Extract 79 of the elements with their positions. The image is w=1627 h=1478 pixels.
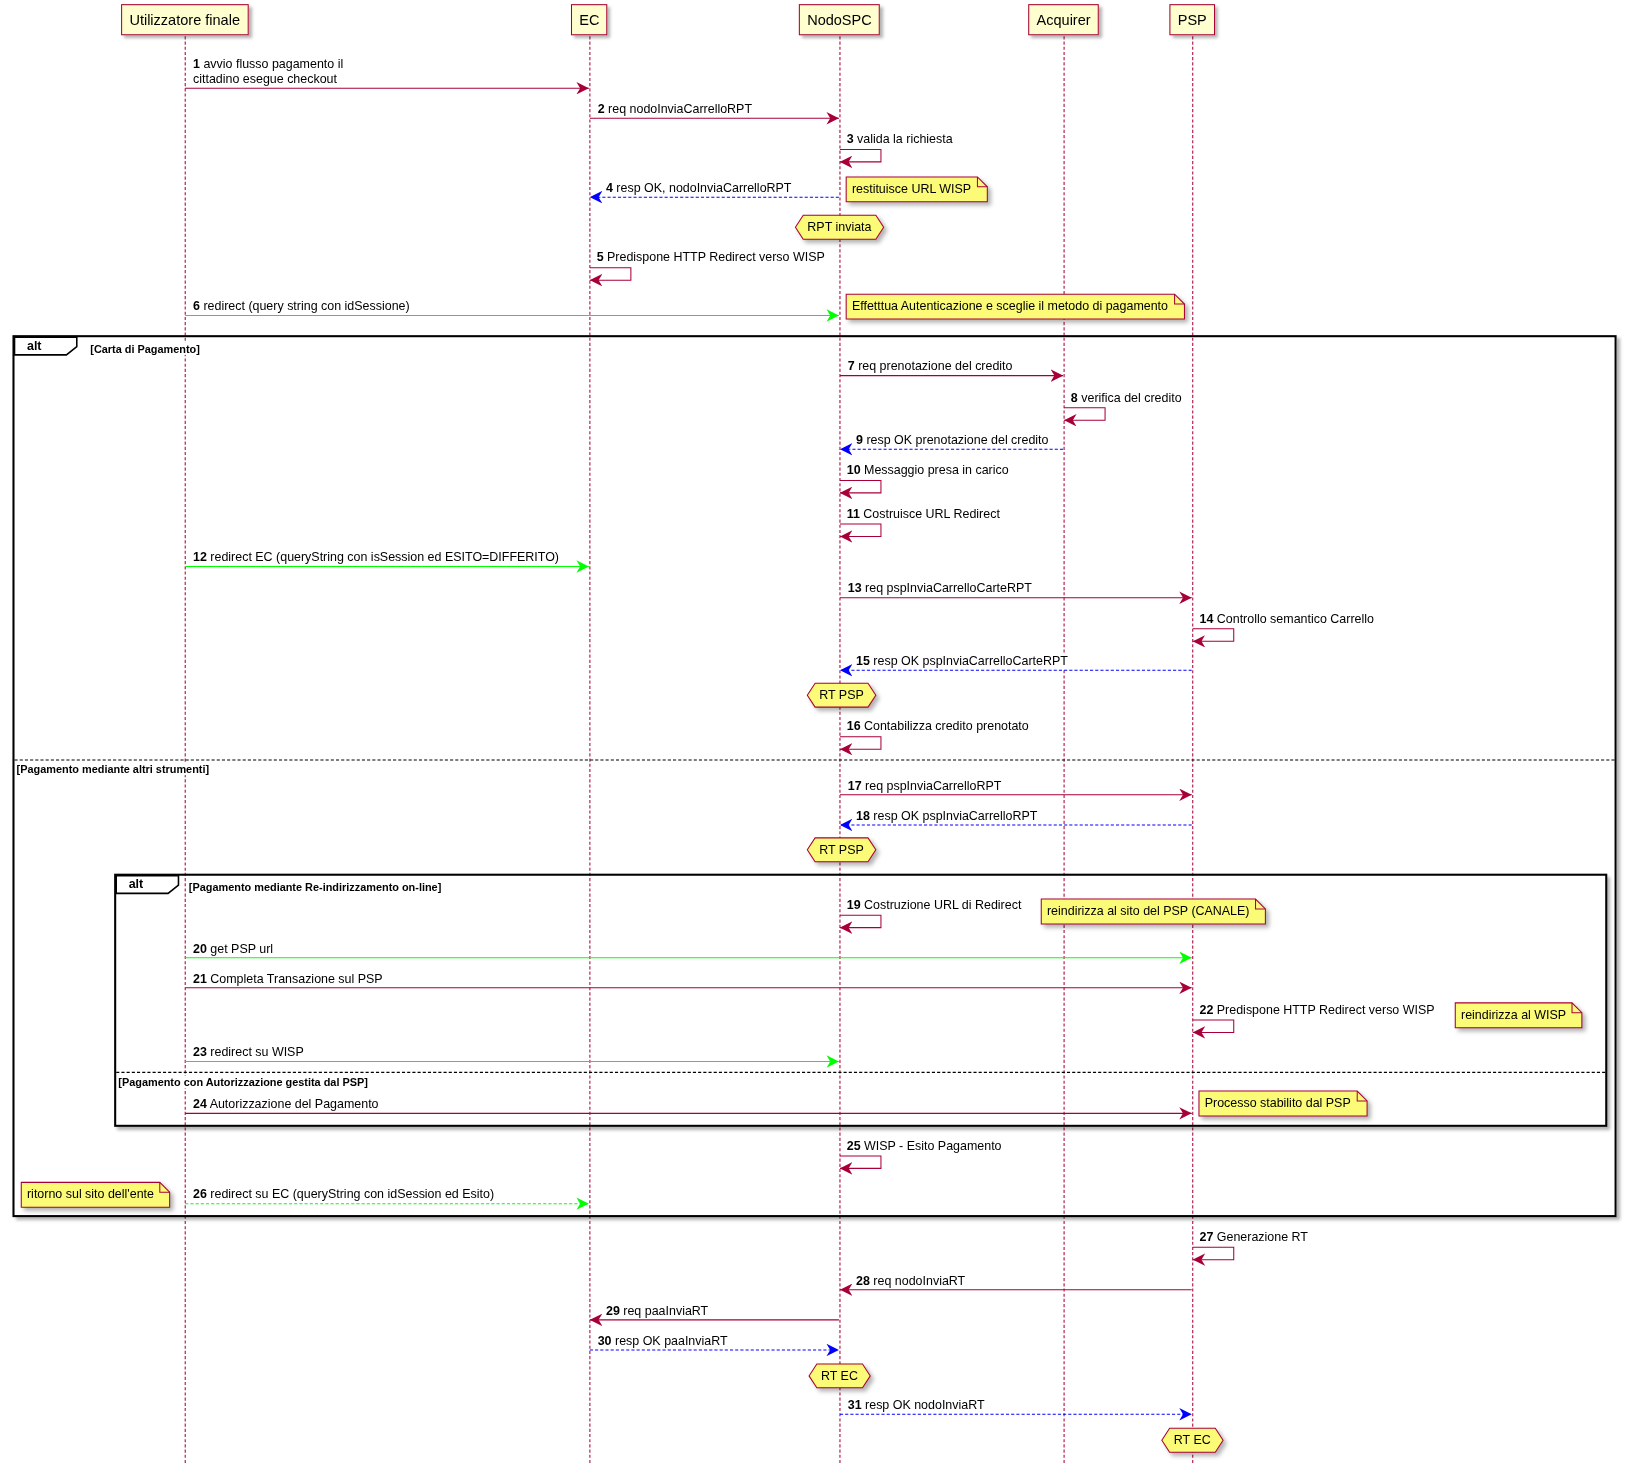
message-label: 25 WISP - Esito Pagamento: [844, 1138, 1004, 1153]
message-label: 4 resp OK, nodoInviaCarrelloRPT: [603, 180, 794, 196]
message-label: 24 Autorizzazione del Pagamento: [190, 1096, 381, 1112]
message-arrow: [839, 479, 882, 500]
hexagon-marker: RT EC: [808, 1363, 871, 1389]
participant-box: Utilizzatore finale: [121, 4, 249, 36]
message-arrow: [184, 1197, 590, 1210]
message-arrow: [839, 664, 1193, 677]
message-arrow: [839, 818, 1193, 832]
message-arrow: [184, 1107, 1193, 1120]
message-arrow: [839, 148, 882, 169]
message-label: 20 get PSP url: [190, 941, 276, 956]
message-label: 22 Predispone HTTP Redirect verso WISP: [1197, 1002, 1437, 1017]
message-label: 30 resp OK paaInviaRT: [595, 1333, 730, 1348]
message-arrow: [1192, 1019, 1235, 1039]
guard-label: [Pagamento mediante altri strumenti]: [16, 762, 210, 776]
message-label: 26 redirect su EC (queryString con idSession ed Esito): [190, 1187, 497, 1202]
message-arrow: [839, 736, 882, 756]
guard-label: [Pagamento mediante Re-indirizzamento on-line]: [188, 880, 442, 894]
participant-box: Acquirer: [1028, 4, 1099, 36]
frame-operator: alt: [116, 875, 179, 894]
note-box: reindirizza al WISP: [1454, 1002, 1583, 1029]
message-label: 1 avvio flusso pagamento il cittadino esegue checkout: [192, 57, 345, 87]
message-arrow: [839, 1408, 1193, 1421]
participant-box: NodoSPC: [798, 4, 881, 36]
message-arrow: [589, 1313, 840, 1327]
message-label: 8 verifica del credito: [1068, 390, 1184, 405]
message-arrow: [1192, 628, 1235, 648]
hexagon-marker: RT PSP: [806, 682, 877, 708]
message-arrow: [839, 1155, 882, 1175]
message-arrow: [839, 591, 1193, 604]
message-arrow: [589, 112, 840, 125]
message-label: 16 Contabilizza credito prenotato: [844, 719, 1031, 734]
message-arrow: [839, 1283, 1193, 1296]
hexagon-marker: RT PSP: [806, 837, 877, 863]
message-label: 14 Controllo semantico Carrello: [1197, 611, 1376, 626]
message-arrow: [589, 190, 840, 204]
message-arrow: [839, 369, 1064, 382]
guard-label: [Carta di Pagamento]: [90, 342, 200, 355]
message-arrow: [184, 81, 590, 95]
note-box: restituisce URL WISP: [845, 176, 988, 203]
guard-label: [Pagamento con Autorizzazione gestita dal PSP]: [118, 1076, 368, 1089]
message-label: 2 req nodoInviaCarrelloRPT: [595, 101, 755, 117]
participant-box: EC: [571, 4, 608, 36]
message-arrow: [589, 267, 632, 287]
message-label: 12 redirect EC (queryString con isSession ed ESITO=DIFFERITO): [190, 549, 562, 565]
message-label: 31 resp OK nodoInviaRT: [845, 1397, 987, 1413]
hexagon-marker: RPT inviata: [794, 214, 884, 240]
participant-box: PSP: [1169, 4, 1216, 36]
message-arrow: [839, 914, 882, 934]
message-label: 17 req pspInviaCarrelloRPT: [845, 778, 1004, 793]
message-label: 28 req nodoInviaRT: [853, 1273, 968, 1288]
message-label: 6 redirect (query string con idSessione): [190, 298, 412, 314]
message-arrow: [839, 443, 1064, 456]
message-arrow: [184, 981, 1193, 995]
message-arrow: [1063, 407, 1106, 427]
message-arrow: [184, 309, 840, 322]
note-box: reindirizza al sito del PSP (CANALE): [1040, 898, 1267, 925]
message-arrow: [839, 523, 882, 543]
message-label: 18 resp OK pspInviaCarrelloRPT: [853, 808, 1040, 823]
message-arrow: [589, 1343, 840, 1357]
note-box: Processo stabilito dal PSP: [1198, 1090, 1368, 1117]
message-label: 10 Messaggio presa in carico: [844, 462, 1011, 478]
note-box: Effetttua Autenticazione e sceglie il metodo di pagamento: [845, 293, 1185, 320]
message-label: 9 resp OK prenotazione del credito: [853, 432, 1051, 448]
message-arrow: [184, 951, 1193, 964]
hexagon-marker: RT EC: [1161, 1427, 1224, 1453]
message-label: 13 req pspInviaCarrelloCarteRPT: [845, 581, 1034, 596]
message-arrow: [1192, 1246, 1235, 1266]
message-label: 11 Costruisce URL Redirect: [844, 506, 1002, 521]
message-label: 5 Predispone HTTP Redirect verso WISP: [594, 250, 827, 265]
message-label: 29 req paaInviaRT: [603, 1303, 711, 1318]
frame-operator: alt: [14, 337, 77, 355]
message-arrow: [184, 560, 590, 573]
message-label: 21 Completa Transazione sul PSP: [190, 971, 385, 986]
message-arrow: [839, 788, 1193, 802]
note-box: ritorno sul sito dell'ente: [20, 1181, 171, 1208]
message-label: 15 resp OK pspInviaCarrelloCarteRPT: [853, 653, 1070, 669]
message-label: 7 req prenotazione del credito: [845, 359, 1015, 374]
